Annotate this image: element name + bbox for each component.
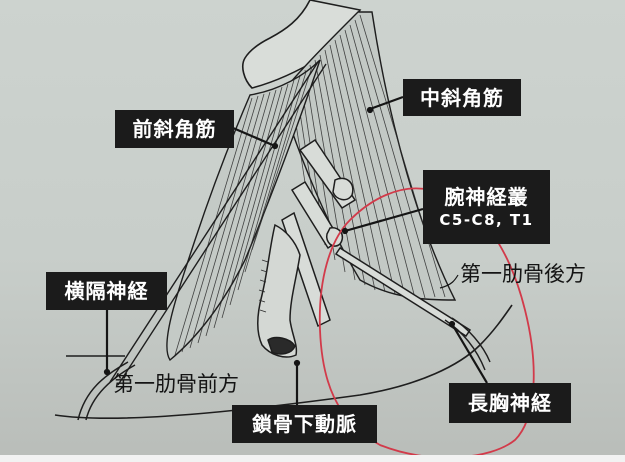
brachial-plexus-trunks (281, 138, 472, 338)
subclavian-artery-drawing (257, 223, 301, 358)
label-phrenic-nerve: 横隔神経 (46, 272, 167, 310)
label-subclavian-artery-text: 鎖骨下動脈 (252, 412, 357, 436)
leader-anterior-scalene (232, 126, 276, 148)
leader-lines (103, 95, 488, 405)
label-middle-scalene: 中斜角筋 (403, 79, 521, 116)
label-long-thoracic-nerve: 長胸神経 (449, 383, 571, 423)
leader-first-rib-posterior (439, 274, 459, 289)
label-anterior-scalene-text: 前斜角筋 (132, 117, 217, 141)
first-rib-outline (54, 304, 513, 420)
label-brachial-plexus-text: 腕神経叢 (444, 184, 529, 209)
label-brachial-plexus: 腕神経叢 C5-C8, T1 (423, 170, 550, 244)
label-long-thoracic-nerve-text: 長胸神経 (468, 391, 552, 415)
label-brachial-plexus-roots: C5-C8, T1 (439, 210, 534, 229)
leader-long-thoracic-nerve (451, 323, 488, 384)
phrenic-nerve-drawing (77, 361, 136, 421)
label-middle-scalene-text: 中斜角筋 (420, 85, 504, 110)
leader-middle-scalene (369, 95, 404, 111)
first-rib-anterior-annotation: 第一肋骨前方 (113, 372, 239, 396)
label-anterior-scalene: 前斜角筋 (115, 110, 234, 148)
label-phrenic-nerve-text: 横隔神経 (64, 279, 149, 303)
label-subclavian-artery: 鎖骨下動脈 (232, 405, 377, 443)
bottom-border-strip (0, 455, 625, 462)
anterior-scalene-muscle (109, 59, 327, 386)
leader-brachial-plexus (344, 207, 424, 233)
first-rib-posterior-annotation: 第一肋骨後方 (460, 262, 586, 286)
